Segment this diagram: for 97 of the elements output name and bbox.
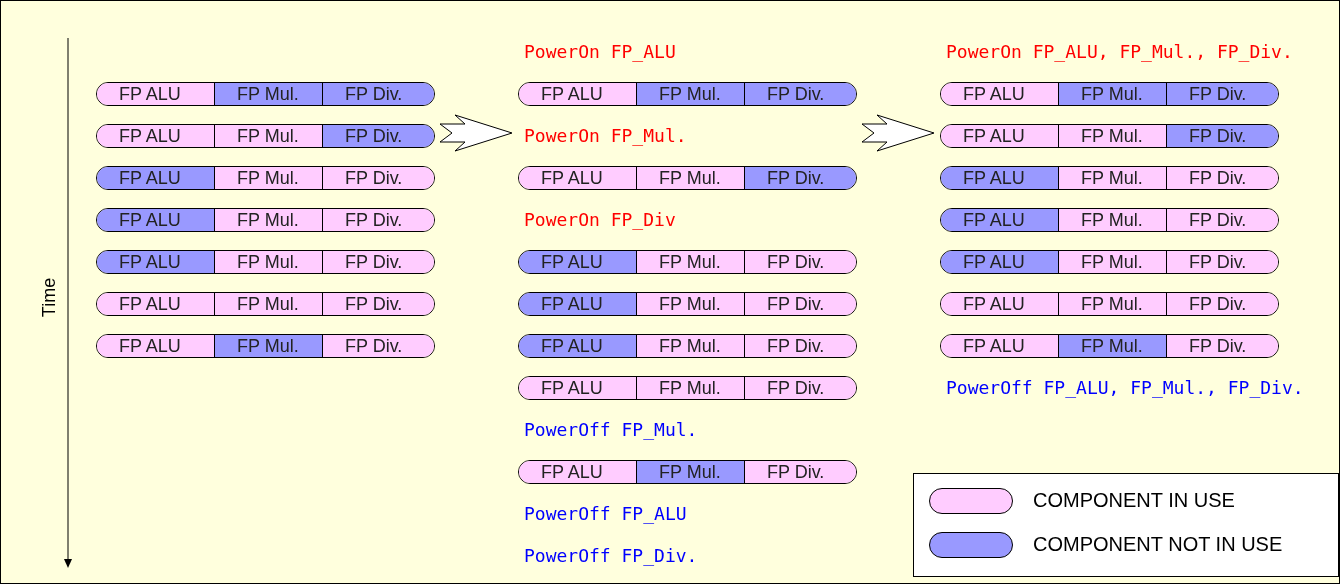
- component-segment: FP Div.: [1166, 293, 1278, 315]
- axis-label: Time: [38, 276, 60, 320]
- component-segment: FP Mul.: [1058, 167, 1166, 189]
- power-command: PowerOff FP_Div.: [524, 545, 698, 567]
- component-segment: FP ALU: [519, 377, 636, 399]
- component-segment: FP Div.: [744, 293, 856, 315]
- component-segment: FP ALU: [519, 461, 636, 483]
- component-segment: FP ALU: [941, 335, 1058, 357]
- component-segment: FP Div.: [744, 377, 856, 399]
- component-segment: FP Mul.: [214, 293, 322, 315]
- component-segment: FP Div.: [1166, 83, 1278, 105]
- component-segment: FP ALU: [941, 209, 1058, 231]
- component-segment: FP Mul.: [214, 335, 322, 357]
- component-segment: FP Mul.: [214, 209, 322, 231]
- component-segment: FP Div.: [1166, 251, 1278, 273]
- power-command: PowerOn FP_ALU, FP_Mul., FP_Div.: [946, 41, 1293, 63]
- component-segment: FP Mul.: [636, 461, 744, 483]
- component-segment: FP Div.: [322, 125, 434, 147]
- component-bar: [96, 250, 435, 274]
- component-segment: FP Mul.: [214, 125, 322, 147]
- component-segment: FP ALU: [941, 83, 1058, 105]
- component-segment: FP ALU: [941, 125, 1058, 147]
- component-bar: [96, 334, 435, 358]
- block-arrow: [861, 114, 935, 152]
- component-bar: [940, 124, 1279, 148]
- power-command: PowerOff FP_Mul.: [524, 419, 698, 441]
- power-command: PowerOff FP_ALU, FP_Mul., FP_Div.: [946, 377, 1304, 399]
- legend-text: COMPONENT NOT IN USE: [1033, 533, 1283, 556]
- legend-text: COMPONENT IN USE: [1033, 489, 1235, 512]
- component-segment: FP ALU: [519, 83, 636, 105]
- component-segment: FP Div.: [1166, 335, 1278, 357]
- block-arrow: [439, 114, 513, 152]
- component-segment: FP ALU: [519, 251, 636, 273]
- component-bar: [940, 82, 1279, 106]
- component-segment: FP ALU: [97, 125, 214, 147]
- component-segment: FP Div.: [1166, 209, 1278, 231]
- component-bar: [518, 166, 857, 190]
- component-segment: FP ALU: [97, 167, 214, 189]
- component-segment: FP Div.: [1166, 125, 1278, 147]
- component-segment: FP Mul.: [636, 167, 744, 189]
- component-segment: FP Mul.: [214, 251, 322, 273]
- component-segment: FP Mul.: [636, 335, 744, 357]
- power-command: PowerOn FP_Div: [524, 209, 676, 231]
- component-segment: FP Div.: [744, 461, 856, 483]
- component-segment: FP Div.: [322, 167, 434, 189]
- component-bar: [940, 250, 1279, 274]
- component-segment: FP ALU: [97, 209, 214, 231]
- component-bar: [96, 124, 435, 148]
- component-bar: [518, 460, 857, 484]
- component-bar: [518, 250, 857, 274]
- component-segment: FP Div.: [322, 83, 434, 105]
- component-segment: FP Mul.: [636, 83, 744, 105]
- component-segment: FP Div.: [322, 209, 434, 231]
- component-segment: FP Mul.: [1058, 251, 1166, 273]
- component-segment: FP Mul.: [1058, 293, 1166, 315]
- component-bar: [940, 292, 1279, 316]
- component-bar: [518, 82, 857, 106]
- component-bar: [518, 334, 857, 358]
- power-command: PowerOff FP_ALU: [524, 503, 687, 525]
- component-bar: [96, 292, 435, 316]
- component-bar: [96, 208, 435, 232]
- component-segment: FP Mul.: [636, 293, 744, 315]
- component-segment: FP Div.: [322, 335, 434, 357]
- power-command: PowerOn FP_ALU: [524, 41, 676, 63]
- component-segment: FP Mul.: [636, 251, 744, 273]
- component-segment: FP ALU: [97, 83, 214, 105]
- component-segment: FP ALU: [519, 293, 636, 315]
- component-segment: FP Div.: [1166, 167, 1278, 189]
- component-segment: FP Div.: [744, 251, 856, 273]
- component-bar: [96, 166, 435, 190]
- component-segment: FP ALU: [941, 167, 1058, 189]
- component-bar: [940, 208, 1279, 232]
- component-bar: [96, 82, 435, 106]
- component-segment: FP Div.: [744, 335, 856, 357]
- component-segment: FP Mul.: [214, 167, 322, 189]
- component-segment: FP Div.: [322, 293, 434, 315]
- component-segment: FP Mul.: [1058, 125, 1166, 147]
- component-segment: FP ALU: [97, 251, 214, 273]
- component-segment: FP Div.: [744, 167, 856, 189]
- component-segment: FP Div.: [322, 251, 434, 273]
- component-segment: FP Mul.: [1058, 335, 1166, 357]
- component-segment: FP Mul.: [1058, 209, 1166, 231]
- component-segment: FP Mul.: [1058, 83, 1166, 105]
- component-segment: FP ALU: [941, 251, 1058, 273]
- power-command: PowerOn FP_Mul.: [524, 125, 687, 147]
- component-bar: [518, 376, 857, 400]
- component-segment: FP ALU: [941, 293, 1058, 315]
- component-segment: FP ALU: [97, 293, 214, 315]
- component-bar: [940, 334, 1279, 358]
- component-bar: [940, 166, 1279, 190]
- component-segment: FP Div.: [744, 83, 856, 105]
- component-segment: FP Mul.: [214, 83, 322, 105]
- component-segment: FP ALU: [519, 335, 636, 357]
- component-bar: [518, 292, 857, 316]
- component-segment: FP ALU: [97, 335, 214, 357]
- component-segment: FP Mul.: [636, 377, 744, 399]
- component-segment: FP ALU: [519, 167, 636, 189]
